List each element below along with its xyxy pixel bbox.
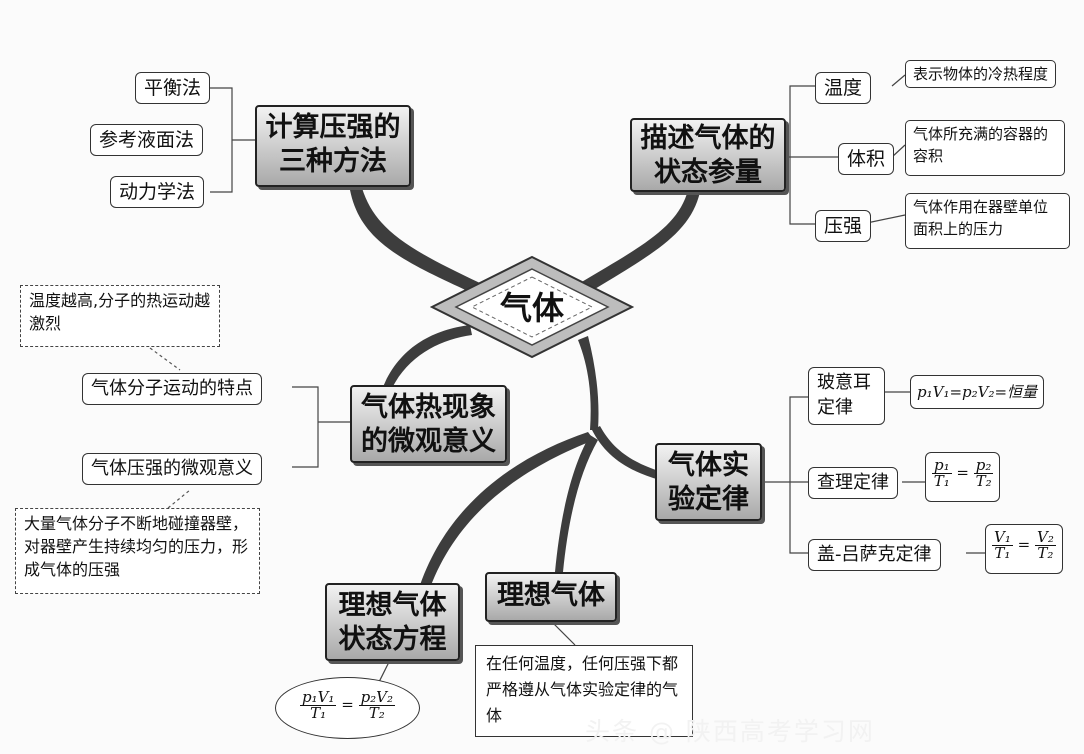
boyle-formula-text: p₁V₁=p₂V₂=恒量 bbox=[917, 383, 1038, 401]
pressure-methods-title-1: 计算压强的 bbox=[265, 112, 401, 143]
ideal-state-title-2: 状态方程 bbox=[338, 624, 447, 655]
exp-laws-node: 气体实 验定律 bbox=[655, 443, 762, 521]
boyle-formula: p₁V₁=p₂V₂=恒量 bbox=[910, 375, 1045, 409]
ideal-right-num: p₂V₂ bbox=[358, 688, 396, 706]
exp-laws-title-2: 验定律 bbox=[668, 484, 749, 515]
link-volume-desc bbox=[891, 144, 906, 158]
bracket-micro bbox=[292, 386, 350, 468]
micro-node: 气体热现象 的微观意义 bbox=[350, 385, 507, 463]
charles-right-num: p₂ bbox=[973, 456, 994, 474]
ideal-gas-node: 理想气体 bbox=[485, 572, 617, 622]
ideal-left-den: T₁ bbox=[310, 704, 327, 722]
ideal-state-node: 理想气体 状态方程 bbox=[325, 583, 460, 661]
ideal-gas-title: 理想气体 bbox=[497, 580, 605, 611]
bracket-pressure-methods bbox=[210, 87, 255, 193]
law-boyle: 玻意耳定律 bbox=[808, 367, 885, 425]
branch-main-lower bbox=[578, 336, 599, 430]
bracket-exp-laws bbox=[762, 396, 808, 554]
method-dynamics: 动力学法 bbox=[110, 176, 205, 208]
dash-link-top-note bbox=[149, 347, 181, 371]
micro-item-pressure: 气体压强的微观意义 bbox=[82, 453, 262, 485]
ideal-state-title-1: 理想气体 bbox=[338, 590, 447, 621]
branch-to-exp-laws bbox=[592, 426, 662, 480]
charles-right-den: T₂ bbox=[975, 472, 992, 490]
exp-laws-title-1: 气体实 bbox=[668, 450, 749, 481]
watermark: 头条 @ 陕西高考学习网 bbox=[585, 717, 875, 746]
ideal-right-den: T₂ bbox=[368, 704, 385, 722]
law-gaylussac: 盖-吕萨克定律 bbox=[808, 539, 941, 571]
param-volume: 体积 bbox=[838, 143, 895, 175]
micro-title-1: 气体热现象 bbox=[361, 392, 496, 423]
micro-item-motion: 气体分子运动的特点 bbox=[82, 373, 262, 405]
gaylussac-left-num: V₁ bbox=[992, 528, 1013, 546]
gaylussac-right-den: T₂ bbox=[1037, 544, 1054, 562]
law-charles: 查理定律 bbox=[808, 467, 898, 499]
charles-left-num: p₁ bbox=[932, 456, 952, 474]
state-params-node: 描述气体的 状态参量 bbox=[630, 118, 786, 192]
param-temperature: 温度 bbox=[815, 72, 872, 104]
method-reference-level: 参考液面法 bbox=[90, 124, 204, 156]
gaylussac-equals: = bbox=[1017, 535, 1031, 554]
param-pressure: 压强 bbox=[815, 210, 872, 242]
dash-link-bottom-note bbox=[167, 489, 191, 509]
center-title: 气体 bbox=[499, 289, 564, 327]
ideal-equals: = bbox=[341, 695, 354, 714]
branch-to-ideal-gas bbox=[555, 435, 598, 572]
center-diamond bbox=[430, 255, 634, 359]
param-temperature-desc: 表示物体的冷热程度 bbox=[905, 60, 1057, 88]
branch-to-state-params bbox=[580, 190, 700, 292]
param-volume-desc: 气体所充满的容器的容积 bbox=[905, 120, 1065, 176]
link-ideal-desc bbox=[549, 619, 576, 646]
gaylussac-left-den: T₁ bbox=[994, 544, 1011, 562]
state-params-title-2: 状态参量 bbox=[654, 157, 762, 188]
charles-left-den: T₁ bbox=[933, 472, 950, 490]
param-pressure-desc: 气体作用在器壁单位面积上的压力 bbox=[905, 193, 1070, 249]
ideal-left-num: p₁V₁ bbox=[299, 688, 337, 706]
branch-to-pressure-methods bbox=[350, 188, 480, 292]
ideal-gas-desc: 在任何温度，任何压强下都严格遵从气体实验定律的气体 bbox=[475, 645, 693, 737]
micro-title-2: 的微观意义 bbox=[361, 426, 496, 457]
link-temp-desc bbox=[891, 74, 906, 87]
pressure-methods-title-2: 三种方法 bbox=[279, 146, 387, 177]
state-params-title-1: 描述气体的 bbox=[640, 123, 776, 154]
charles-equals: = bbox=[956, 463, 969, 482]
method-equilibrium: 平衡法 bbox=[135, 72, 211, 104]
micro-note-temperature: 温度越高,分子的热运动越激烈 bbox=[20, 285, 220, 347]
micro-note-pressure: 大量气体分子不断地碰撞器壁，对器壁产生持续均匀的压力，形成气体的压强 bbox=[15, 508, 260, 594]
pressure-methods-node: 计算压强的 三种方法 bbox=[255, 105, 411, 187]
gaylussac-right-num: V₂ bbox=[1035, 528, 1056, 546]
